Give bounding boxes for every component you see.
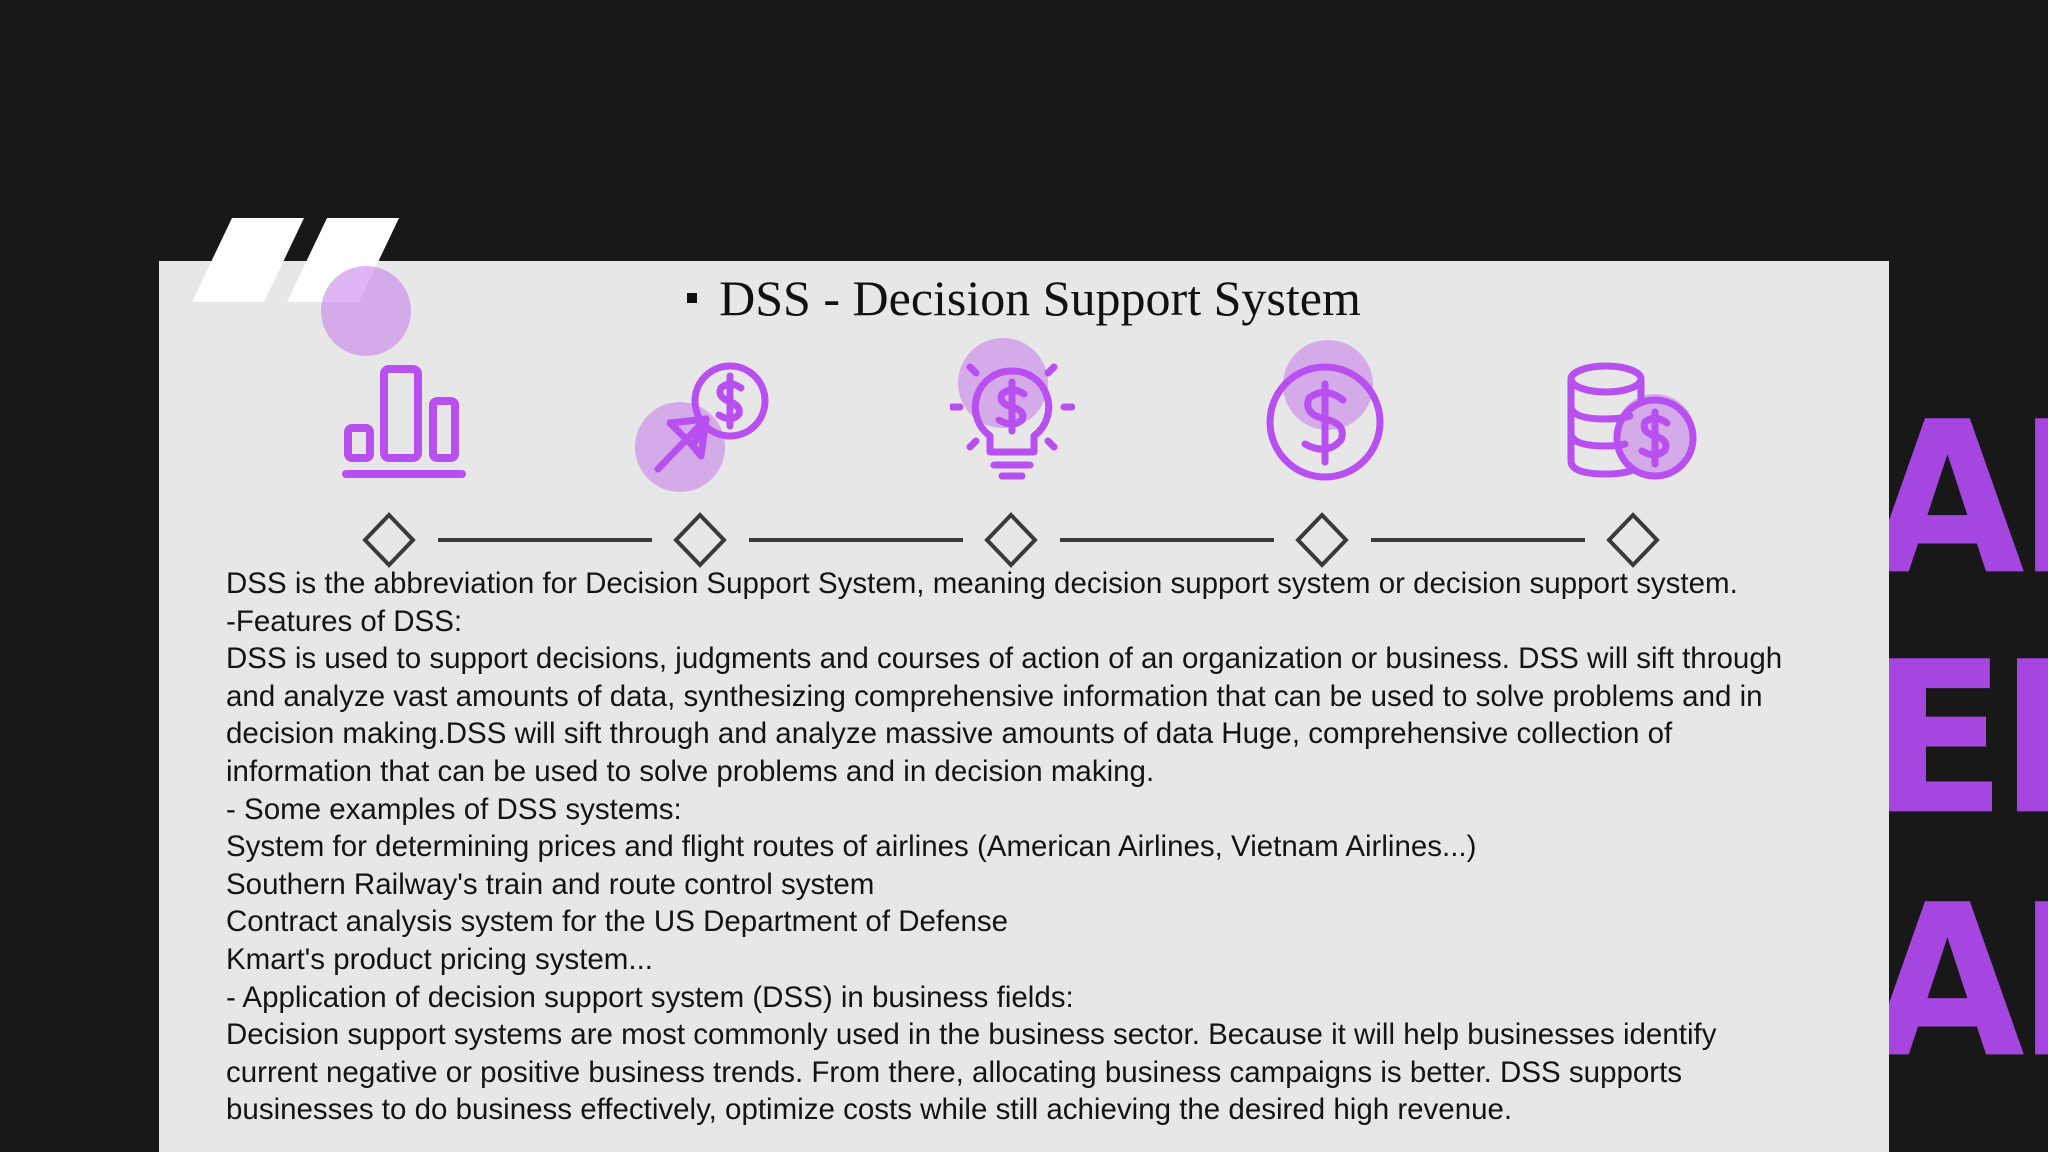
paragraph-line: - Some examples of DSS systems: bbox=[226, 792, 682, 826]
paragraph-line: DSS is the abbreviation for Decision Sup… bbox=[226, 567, 1738, 600]
paragraph-line: Southern Railway's train and route contr… bbox=[226, 867, 875, 901]
cursor-dollar-icon bbox=[654, 362, 769, 473]
paragraph-line: Kmart's product pricing system... bbox=[226, 942, 653, 976]
lightbulb-dollar-icon bbox=[950, 363, 1075, 480]
body-text: DSS is the abbreviation for Decision Sup… bbox=[226, 565, 1886, 1129]
decor-circle bbox=[321, 266, 411, 356]
coins-dollar-icon bbox=[1567, 362, 1697, 480]
paragraph-line: Contract analysis system for the US Depa… bbox=[226, 905, 1009, 939]
background-text-line-3: AI) bbox=[1870, 878, 2048, 1088]
bullet-icon bbox=[687, 292, 698, 303]
paragraph-line: businesses to do business effectively, o… bbox=[226, 1093, 1513, 1127]
dollar-circle-icon bbox=[1266, 363, 1384, 481]
paragraph-line: DSS is used to support decisions, judgme… bbox=[226, 642, 1783, 676]
background-text-line-2: EN bbox=[1870, 635, 2048, 845]
paragraph-line: and analyze vast amounts of data, synthe… bbox=[226, 679, 1763, 713]
bar-chart-icon bbox=[342, 365, 466, 478]
paragraph-line: Decision support systems are most common… bbox=[226, 1018, 1717, 1052]
paragraph-line: -Features of DSS: bbox=[226, 604, 463, 638]
paragraph-line: information that can be used to solve pr… bbox=[226, 754, 1155, 788]
slide-title: DSS - Decision Support System bbox=[0, 268, 2048, 328]
quote-mark-icon bbox=[192, 218, 399, 302]
paragraph-line: decision making.DSS will sift through an… bbox=[226, 717, 1673, 751]
paragraph-line: current negative or positive business tr… bbox=[226, 1055, 1683, 1089]
paragraph-line: System for determining prices and flight… bbox=[226, 830, 1477, 864]
paragraph-line: - Application of decision support system… bbox=[226, 980, 1074, 1014]
background-text-line-1: AL bbox=[1870, 395, 2048, 605]
